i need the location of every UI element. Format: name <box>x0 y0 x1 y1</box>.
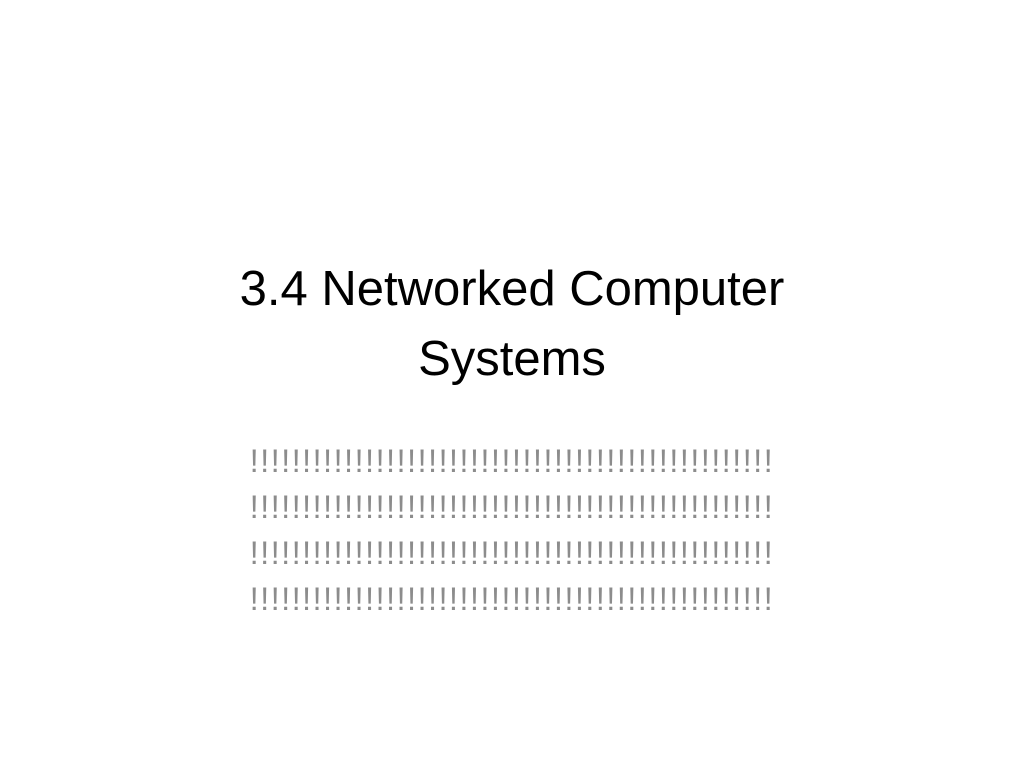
slide-title-line-2: Systems <box>418 332 606 386</box>
slide-subtitle-line-3: !!!!!!!!!!!!!!!!!!!!!!!!!!!!!!!!!!!!!!!!… <box>249 535 775 571</box>
slide-title: 3.4 Networked Computer Systems <box>0 254 1024 394</box>
slide-title-line-1: 3.4 Networked Computer <box>239 262 785 316</box>
slide-subtitle-line-4: !!!!!!!!!!!!!!!!!!!!!!!!!!!!!!!!!!!!!!!!… <box>249 581 775 617</box>
slide-subtitle: !!!!!!!!!!!!!!!!!!!!!!!!!!!!!!!!!!!!!!!!… <box>0 438 1024 622</box>
slide-subtitle-line-1: !!!!!!!!!!!!!!!!!!!!!!!!!!!!!!!!!!!!!!!!… <box>249 443 775 479</box>
slide-subtitle-line-2: !!!!!!!!!!!!!!!!!!!!!!!!!!!!!!!!!!!!!!!!… <box>249 489 775 525</box>
